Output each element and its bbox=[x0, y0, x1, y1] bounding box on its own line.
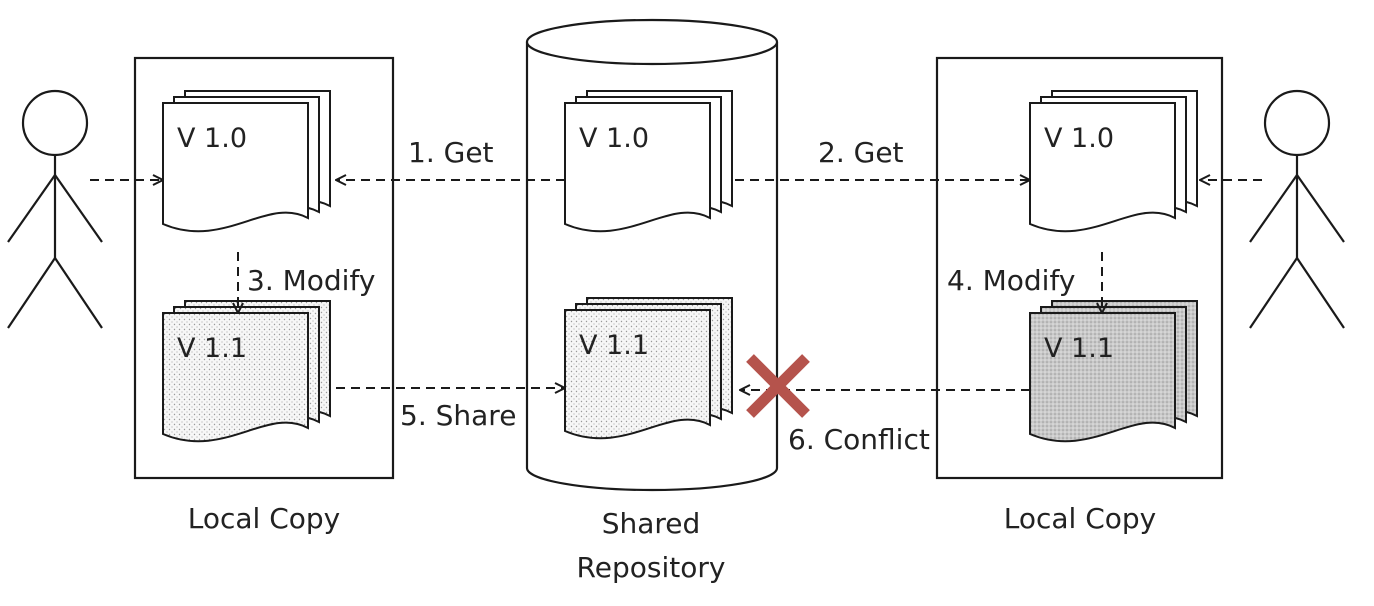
document-front-page bbox=[1029, 102, 1176, 233]
document-center-v1-0: V 1.0 bbox=[564, 90, 733, 233]
label-modify-4: 4. Modify bbox=[947, 264, 1075, 297]
document-version-label: V 1.1 bbox=[1044, 333, 1114, 364]
document-front-page bbox=[564, 309, 711, 440]
local-copy-left-box bbox=[133, 56, 395, 480]
user-left-stick-figure-icon bbox=[7, 89, 103, 329]
label-modify-3: 3. Modify bbox=[247, 264, 375, 297]
document-version-label: V 1.1 bbox=[579, 330, 649, 361]
document-version-label: V 1.0 bbox=[177, 123, 247, 154]
document-left-v1-1: V 1.1 bbox=[162, 300, 331, 443]
document-front-page bbox=[162, 102, 309, 233]
document-right-v1-1: V 1.1 bbox=[1029, 300, 1198, 443]
document-center-v1-1: V 1.1 bbox=[564, 297, 733, 440]
document-front-page bbox=[162, 312, 309, 443]
document-version-label: V 1.1 bbox=[177, 333, 247, 364]
caption-local-copy-left: Local Copy bbox=[188, 502, 341, 535]
label-conflict-6: 6. Conflict bbox=[788, 423, 930, 456]
conflict-x-cross-icon bbox=[746, 354, 810, 418]
label-share-5: 5. Share bbox=[400, 399, 516, 432]
document-front-page bbox=[1029, 312, 1176, 443]
document-right-v1-0: V 1.0 bbox=[1029, 90, 1198, 233]
caption-shared-repository-line1: Shared bbox=[602, 507, 701, 540]
document-version-label: V 1.0 bbox=[1044, 123, 1114, 154]
label-get-2: 2. Get bbox=[818, 136, 904, 169]
document-left-v1-0: V 1.0 bbox=[162, 90, 331, 233]
caption-shared-repository-line2: Repository bbox=[577, 551, 726, 584]
local-copy-right-box bbox=[935, 56, 1224, 480]
document-front-page bbox=[564, 102, 711, 233]
document-version-label: V 1.0 bbox=[579, 123, 649, 154]
caption-local-copy-right: Local Copy bbox=[1004, 502, 1157, 535]
label-get-1: 1. Get bbox=[408, 136, 494, 169]
user-right-stick-figure-icon bbox=[1249, 89, 1345, 329]
